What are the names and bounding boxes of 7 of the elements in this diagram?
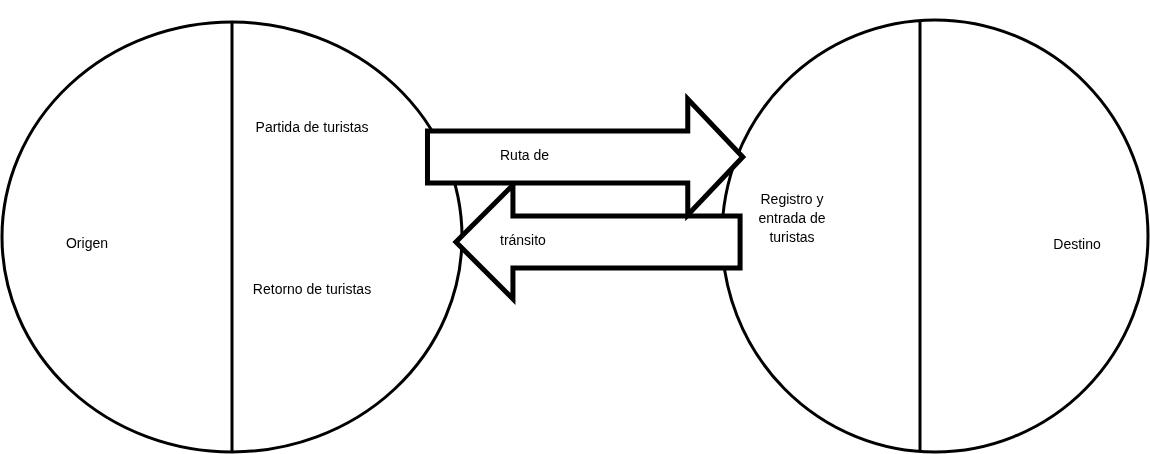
edge-label: Ruta de [500, 147, 550, 163]
edge-label: tránsito [500, 232, 546, 248]
node-text: Retorno de turistas [252, 280, 372, 299]
node-text: Destino [1052, 235, 1102, 254]
node-text: Registro y entrada de turistas [757, 190, 827, 247]
node-text: Partida de turistas [254, 118, 370, 137]
node-text: Origen [65, 234, 109, 253]
